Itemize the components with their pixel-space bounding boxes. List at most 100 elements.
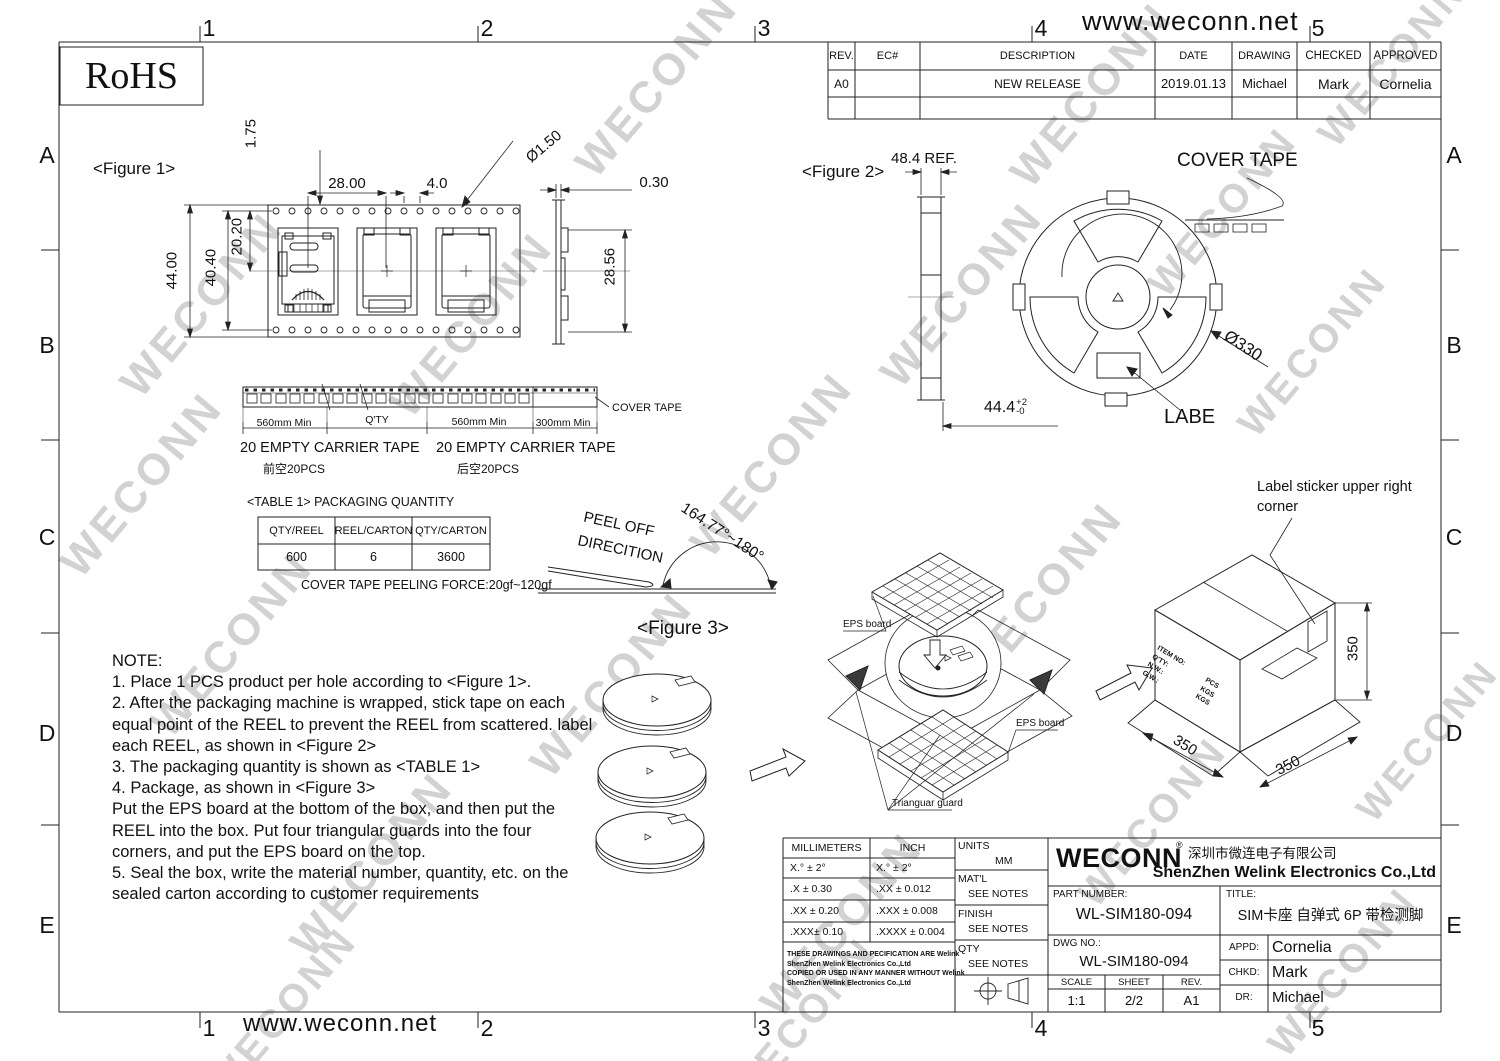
date-value: 2019.01.13 — [1160, 76, 1227, 91]
dwg-no-label: DWG NO.: — [1053, 938, 1101, 949]
rohs-logo: RoHS — [85, 55, 178, 97]
right-arrow — [749, 747, 806, 782]
checked-value: Mark — [1317, 75, 1350, 92]
note-line: 5. Seal the box, write the material numb… — [112, 864, 569, 883]
part-number-value: WL-SIM180-094 — [1075, 906, 1193, 923]
sheet-frame — [41, 26, 1459, 1028]
tol-mm-row: .X ± 0.30 — [790, 883, 832, 895]
note-line: sealed carton according to customer requ… — [112, 885, 479, 904]
strip-leader-length: 560mm Min — [256, 417, 312, 429]
brand-logo: WECONN — [1056, 843, 1182, 873]
sticker-note-line1: Label sticker upper right — [1257, 479, 1412, 495]
figure2-cover-tape-label: COVER TAPE — [1177, 150, 1298, 171]
dim-44-4: 44.4+2-0 — [984, 398, 1027, 417]
projection-symbol-icon — [974, 977, 1029, 1005]
disclaimer-line: ShenZhen Welink Electronics Co.,Ltd — [787, 979, 911, 987]
finish-label: FINISH — [958, 908, 993, 920]
tol-mm-row: .XXX± 0.10 — [790, 926, 844, 938]
box-label-sticker — [1307, 610, 1328, 653]
disclaimer-line: COPIED OR USED IN ANY MANNER WITHOUT Wel… — [787, 970, 965, 977]
zone-letter-right: C — [1445, 523, 1463, 550]
dim-44-00: 44.00 — [163, 251, 181, 290]
strip-qty-zone: Q'TY — [365, 414, 389, 426]
appd-value: Cornelia — [1272, 938, 1332, 956]
scale-label: SCALE — [1060, 976, 1093, 988]
description-header: DESCRIPTION — [999, 50, 1076, 62]
date-header: DATE — [1179, 50, 1208, 62]
peel-off-drawing — [538, 541, 778, 594]
zone-number-top: 3 — [757, 14, 771, 41]
note-line: REEL into the box. Put four triangular g… — [112, 821, 532, 840]
zone-letter-left: B — [39, 331, 55, 358]
peel-force-note: COVER TAPE PEELING FORCE:20gf~120gf — [301, 578, 552, 592]
ec-value — [855, 70, 920, 97]
note-line: 3. The packaging quantity is shown as <T… — [112, 758, 481, 777]
dim-20-20: 20.20 — [228, 217, 246, 256]
zone-number-top: 5 — [1311, 14, 1325, 41]
dim-4-0: 4.0 — [426, 175, 448, 192]
figure2-label: <Figure 2> — [802, 162, 885, 181]
zone-letter-left: A — [39, 141, 55, 168]
matl-value: SEE NOTES — [968, 888, 1029, 900]
drawing-value: Michael — [1242, 76, 1287, 91]
reel-label-text: LABE — [1164, 406, 1216, 428]
rev-value: A0 — [834, 76, 849, 91]
sticker-note-line2: corner — [1257, 499, 1299, 515]
rohs-box — [59, 46, 204, 106]
finish-value: SEE NOTES — [968, 923, 1029, 935]
zone-number-top: 1 — [202, 14, 216, 41]
figure3-exploded — [827, 552, 1153, 811]
tape-strip-drawing — [242, 383, 610, 434]
figure3-label: <Figure 3> — [637, 618, 729, 639]
table1-grid — [257, 516, 491, 571]
zone-number-bottom: 4 — [1034, 1014, 1048, 1041]
carton-dim-height: 350 — [1344, 636, 1362, 662]
title-value: SIM卡座 自弹式 6P 带检测脚 — [1237, 907, 1424, 924]
dim-44-4-tol-minus: -0 — [1016, 406, 1025, 417]
dr-value: Michael — [1272, 989, 1324, 1006]
website-top: www.weconn.net — [1082, 6, 1299, 36]
zone-letter-left: D — [38, 719, 56, 746]
ec-header: EC# — [876, 50, 899, 62]
table1-header-qty-carton: QTY/CARTON — [415, 524, 487, 537]
table1-caption: <TABLE 1> PACKAGING QUANTITY — [247, 495, 455, 509]
dim-44-4-tol-plus: +2 — [1016, 397, 1027, 408]
title-label: TITLE: — [1226, 889, 1257, 900]
zone-number-bottom: 2 — [480, 1014, 494, 1041]
zone-letter-right: E — [1446, 911, 1462, 938]
sheet-label: SHEET — [1118, 976, 1150, 988]
down-arrow — [923, 639, 947, 669]
note-line: 4. Package, as shown in <Figure 3> — [112, 779, 376, 798]
chkd-value: Mark — [1272, 963, 1308, 981]
title-block-grid — [782, 837, 1441, 1012]
figure1-drawing — [184, 140, 630, 339]
zone-number-top: 4 — [1034, 14, 1048, 41]
disclaimer-line: ShenZhen Welink Electronics Co.,Ltd — [787, 960, 911, 968]
dim-40-40: 40.40 — [202, 248, 220, 287]
checked-header: CHECKED — [1305, 50, 1362, 62]
drawing-header: DRAWING — [1238, 50, 1291, 62]
strip-cover-tape-label: COVER TAPE — [612, 402, 682, 414]
dwg-no-value: WL-SIM180-094 — [1079, 952, 1189, 970]
triangular-guard-shape — [1029, 669, 1053, 695]
description-value: NEW RELEASE — [994, 76, 1081, 91]
rev-value-cell: A1 — [1183, 992, 1200, 1008]
triangular-guard-label: Trianguar guard — [892, 798, 963, 809]
tol-header-mm: MILLIMETERS — [791, 842, 862, 854]
tol-inch-row: .XXX ± 0.008 — [876, 905, 938, 917]
strip-end-length: 300mm Min — [535, 417, 591, 429]
table1-value-qty-reel: 600 — [286, 550, 307, 564]
zone-number-top: 2 — [480, 14, 494, 41]
table1-header-qty-reel: QTY/REEL — [269, 524, 324, 537]
dim-48-4-ref: 48.4 REF. — [891, 150, 957, 167]
tol-header-inch: INCH — [899, 842, 926, 854]
zone-letter-right: A — [1446, 141, 1462, 168]
note-line: 2. After the packaging machine is wrappe… — [112, 694, 566, 713]
dim-28-00: 28.00 — [328, 175, 366, 192]
tol-inch-row: X.° ± 2° — [876, 862, 912, 874]
strip-trailer-length: 560mm Min — [451, 416, 507, 428]
zone-letter-left: E — [39, 911, 55, 938]
note-line: 1. Place 1 PCS product per hole accordin… — [112, 673, 532, 692]
